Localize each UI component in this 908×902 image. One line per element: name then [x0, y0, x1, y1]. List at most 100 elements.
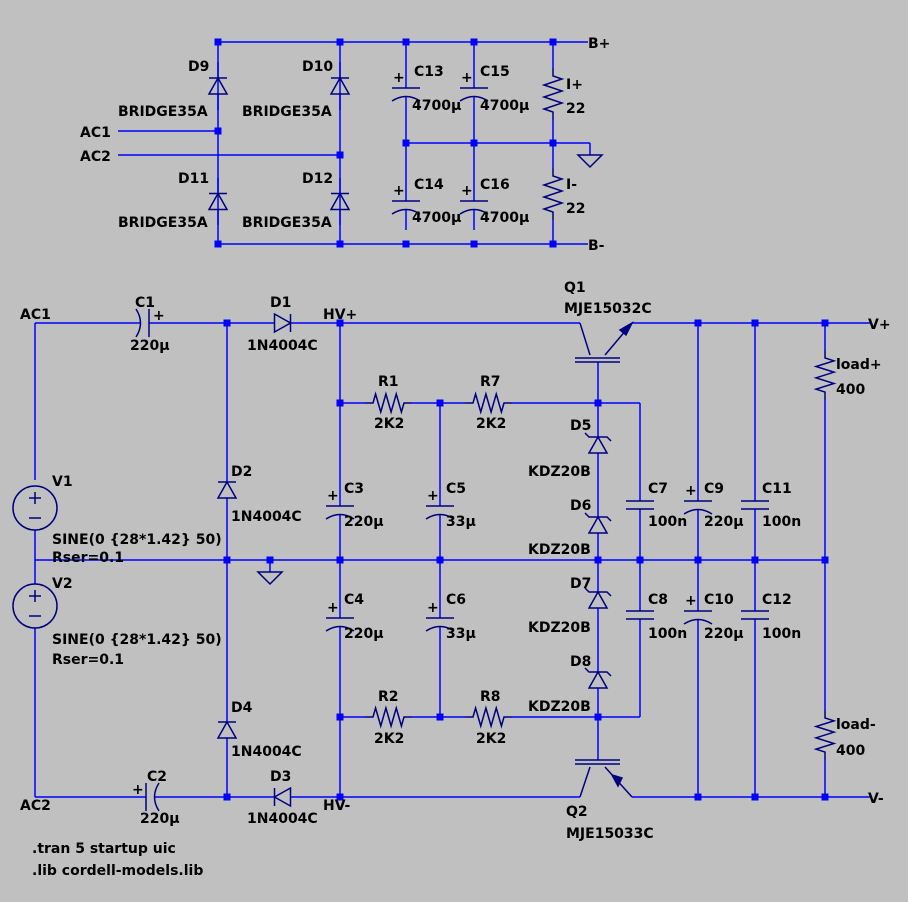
svg-text:+: + [153, 308, 165, 324]
junction-dot [402, 240, 410, 248]
cap-c16: + [459, 180, 489, 230]
label-d12: D12 [302, 171, 333, 187]
label-d8v: KDZ20B [528, 699, 591, 715]
junction-dot [336, 38, 344, 46]
junction-dot [214, 127, 222, 135]
label-r7: R7 [480, 374, 501, 390]
label-c13v: 4700µ [412, 98, 461, 114]
label-d10v: BRIDGE35A [242, 104, 332, 120]
svg-text:+: + [393, 70, 405, 86]
label-v2v: SINE(0 {28*1.42} 50) [52, 632, 222, 648]
label-loadpv: 400 [836, 382, 865, 398]
label-c12v: 100n [762, 626, 801, 642]
junction-dot [594, 556, 602, 564]
zener-d7 [584, 580, 612, 620]
label-d9v: BRIDGE35A [118, 104, 208, 120]
resistor-r1 [365, 391, 412, 415]
junction-dot [436, 399, 444, 407]
label-d3v: 1N4004C [247, 811, 318, 827]
label-vm: V- [868, 791, 884, 807]
label-r2: R2 [378, 689, 399, 705]
zener-d5 [584, 425, 612, 465]
cap-c11 [741, 490, 769, 520]
label-c5v: 33µ [446, 514, 476, 530]
junction-dot [266, 556, 274, 564]
label-d7v: KDZ20B [528, 620, 591, 636]
cap-c6: + [425, 592, 455, 652]
resistor-r2 [365, 705, 412, 729]
label-loadp: load+ [836, 357, 882, 373]
label-d6v: KDZ20B [528, 542, 591, 558]
label-q1v: MJE15032C [564, 301, 652, 317]
label-bm: B- [588, 238, 605, 254]
junction-dot [402, 139, 410, 147]
cap-c5: + [425, 480, 455, 540]
resistor-iplus [541, 68, 565, 120]
label-c15v: 4700µ [480, 98, 529, 114]
label-d3: D3 [270, 769, 291, 785]
label-r7v: 2K2 [476, 416, 506, 432]
cap-c14: + [391, 180, 421, 230]
diode-d10 [329, 62, 351, 110]
vsource-v1 [12, 485, 58, 531]
label-im: I- [566, 177, 577, 193]
cap-c13: + [391, 62, 421, 122]
label-c15: C15 [480, 64, 510, 80]
components: ++++++++++++ [12, 62, 837, 812]
label-c7: C7 [648, 481, 668, 497]
junction-dot [470, 139, 478, 147]
label-hvp: HV+ [323, 307, 357, 323]
junction-dot [223, 793, 231, 801]
junction-dot [694, 556, 702, 564]
label-loadm: load- [836, 717, 876, 733]
label-d5v: KDZ20B [528, 464, 591, 480]
label-bp: B+ [588, 36, 610, 52]
junction-dot [821, 319, 829, 327]
svg-text:+: + [461, 70, 473, 86]
label-d2v: 1N4004C [231, 509, 302, 525]
label-d2: .lib cordell-models.lib [32, 863, 203, 879]
transistor-q1 [575, 321, 634, 363]
junction-dot [223, 556, 231, 564]
ground-top [576, 154, 604, 169]
svg-text:+: + [327, 488, 339, 504]
junction-dot [402, 38, 410, 46]
svg-text:+: + [685, 593, 697, 609]
label-v2r: Rser=0.1 [52, 652, 124, 668]
junction-dot [336, 319, 344, 327]
label-v1r: Rser=0.1 [52, 550, 124, 566]
label-q2v: MJE15033C [566, 826, 654, 842]
junction-dot [470, 38, 478, 46]
label-r8v: 2K2 [476, 731, 506, 747]
label-r1: R1 [378, 374, 399, 390]
resistor-loadminus [813, 710, 837, 760]
label-r2v: 2K2 [374, 731, 404, 747]
label-ac1: AC1 [20, 307, 51, 323]
label-d11: D11 [178, 171, 209, 187]
junction-dot [694, 319, 702, 327]
svg-text:+: + [327, 600, 339, 616]
svg-text:+: + [132, 782, 144, 798]
label-d12v: BRIDGE35A [242, 215, 332, 231]
junction-dots [214, 38, 829, 801]
zener-d8 [584, 660, 612, 700]
label-c12: C12 [762, 592, 792, 608]
label-d4: D4 [231, 700, 253, 716]
label-c16: C16 [480, 177, 510, 193]
junction-dot [223, 319, 231, 327]
diode-d12 [329, 178, 351, 225]
label-c1v: 220µ [130, 338, 170, 354]
svg-text:+: + [461, 183, 473, 199]
label-c3v: 220µ [344, 514, 384, 530]
label-c9: C9 [704, 481, 724, 497]
label-c3: C3 [344, 481, 364, 497]
label-imv: 22 [566, 201, 585, 217]
junction-dot [436, 713, 444, 721]
label-d11v: BRIDGE35A [118, 215, 208, 231]
svg-text:+: + [427, 600, 439, 616]
diode-d1 [260, 312, 305, 334]
label-r8: R8 [480, 689, 501, 705]
label-loadmv: 400 [836, 743, 865, 759]
cap-c1: + [125, 308, 165, 338]
